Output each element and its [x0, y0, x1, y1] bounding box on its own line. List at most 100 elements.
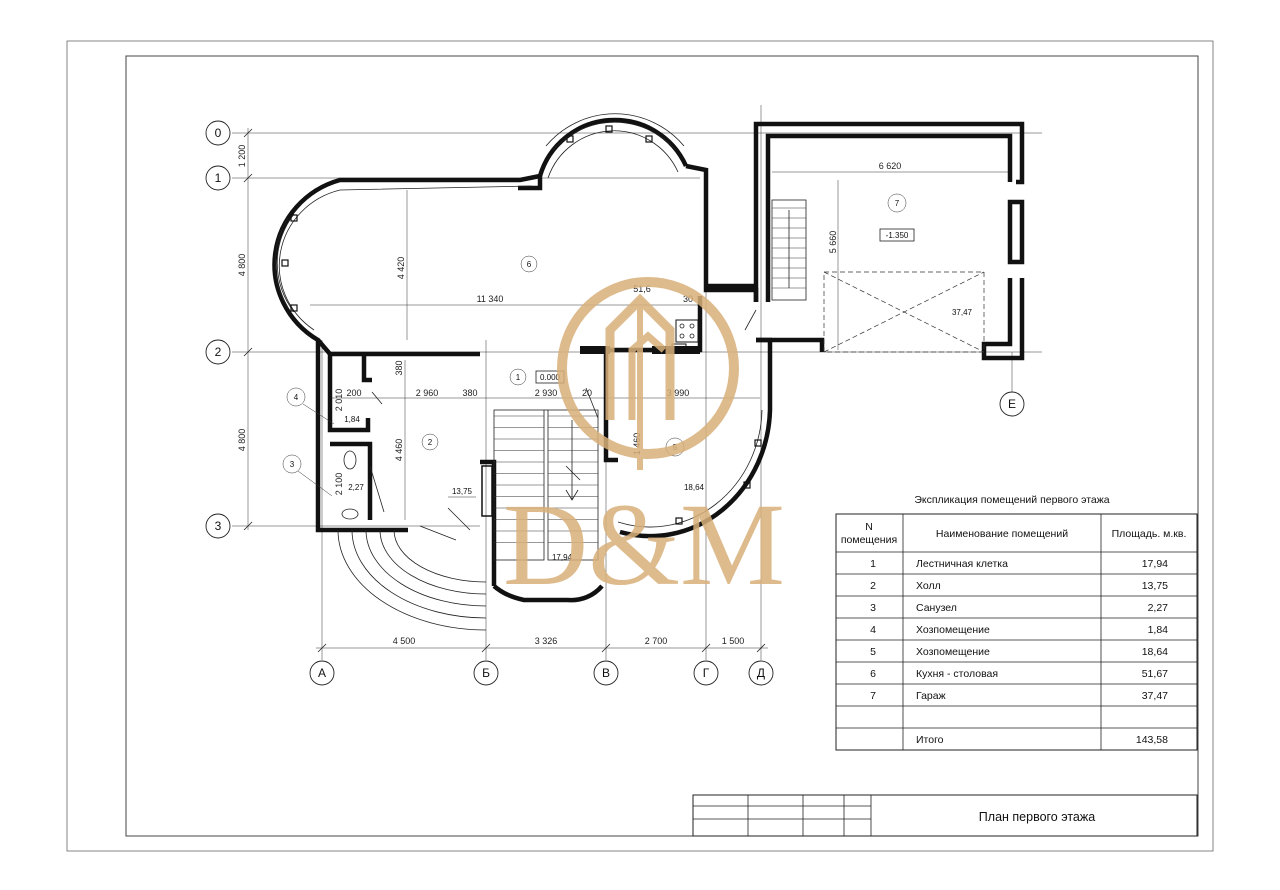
dim-left-0-1: 1 200 — [237, 145, 247, 168]
inner-frame — [125, 55, 1199, 837]
axis-marker-2: 2 — [205, 339, 231, 365]
outer-frame — [66, 40, 1214, 852]
svg-text:0.000: 0.000 — [540, 373, 561, 382]
svg-text:2: 2 — [870, 580, 876, 592]
title-block: План первого этажа — [692, 794, 1198, 837]
svg-text:37,47: 37,47 — [1142, 690, 1168, 702]
dim-kitchen-partial: 51,6 — [633, 284, 651, 294]
svg-text:13,75: 13,75 — [1142, 580, 1168, 592]
svg-text:0: 0 — [215, 126, 222, 140]
header-area: Площадь. м.кв. — [1112, 528, 1187, 540]
svg-text:7: 7 — [870, 690, 876, 702]
table-row: 7 Гараж 37,47 — [870, 690, 1168, 702]
svg-text:Гараж: Гараж — [916, 690, 946, 702]
svg-text:Лестничная клетка: Лестничная клетка — [916, 558, 1008, 570]
garage-stair — [771, 199, 807, 301]
dim-left-2-3: 4 800 — [237, 429, 247, 452]
svg-text:-1.350: -1.350 — [886, 231, 909, 240]
svg-text:2: 2 — [428, 438, 433, 447]
dim-hall-w3: 380 — [462, 388, 477, 398]
room-area-4: 1,84 — [344, 415, 360, 424]
table-row: 5 Хозпомещение 18,64 — [870, 646, 1168, 658]
dim-v380: 380 — [394, 360, 404, 375]
room-area-7: 37,47 — [952, 308, 973, 317]
axis-marker-0: 0 — [205, 120, 231, 146]
svg-text:51,67: 51,67 — [1142, 668, 1168, 680]
dim-v2010: 2 010 — [334, 389, 344, 412]
axis-bubbles: 0 1 2 3 А Б В Г Д Е — [205, 120, 1025, 686]
room-marker-7: 7 — [887, 193, 907, 213]
svg-text:Кухня - столовая: Кухня - столовая — [916, 668, 998, 680]
svg-text:1: 1 — [870, 558, 876, 570]
room-marker-2: 2 — [421, 433, 439, 451]
room-area-3: 2,27 — [348, 483, 364, 492]
garage-car-zone — [823, 271, 985, 353]
axis-marker-1: 1 — [205, 165, 231, 191]
dim-left-1-2: 4 800 — [237, 254, 247, 277]
dim-hall-w5: 20 — [582, 388, 592, 398]
staircase — [493, 409, 599, 561]
svg-text:Хозпомещение: Хозпомещение — [916, 624, 990, 636]
svg-text:2: 2 — [215, 345, 222, 359]
svg-text:Санузел: Санузел — [916, 602, 957, 614]
svg-text:В: В — [602, 666, 610, 680]
svg-text:2,27: 2,27 — [1148, 602, 1169, 614]
door-swings — [369, 309, 757, 541]
porch-steps — [337, 529, 487, 631]
header-num-2: помещения — [841, 534, 897, 546]
svg-text:18,64: 18,64 — [1142, 646, 1168, 658]
svg-text:17,94: 17,94 — [1142, 558, 1168, 570]
table-total-row: Итого 143,58 — [916, 734, 1168, 746]
kitchen-stove — [671, 319, 699, 353]
svg-text:Д: Д — [757, 666, 765, 680]
bathroom-fixtures — [341, 450, 493, 520]
axis-marker-v: В — [593, 660, 619, 686]
header-name: Наименование помещений — [936, 528, 1068, 540]
svg-text:Хозпомещение: Хозпомещение — [916, 646, 990, 658]
svg-text:6: 6 — [870, 668, 876, 680]
dim-kitchen-width: 11 340 — [477, 294, 504, 304]
svg-text:4: 4 — [870, 624, 876, 636]
room-marker-6: 6 — [520, 255, 538, 273]
room-marker-3: 3 — [282, 454, 302, 474]
kitchen-bay-windows — [274, 113, 762, 525]
dim-garage-height: 5 660 — [828, 231, 838, 254]
axis-marker-3: 3 — [205, 513, 231, 539]
dim-bottom-a-b: 4 500 — [393, 636, 416, 646]
table-row: 2 Холл 13,75 — [870, 580, 1168, 592]
svg-text:4: 4 — [294, 393, 299, 402]
dim-hall-w6: 3 990 — [667, 388, 690, 398]
room-area-1: 17,94 — [552, 553, 573, 562]
table-row: 3 Санузел 2,27 — [870, 602, 1168, 614]
room-area-5: 18,64 — [684, 483, 705, 492]
dim-garage-width: 6 620 — [879, 161, 902, 171]
dim-kitchen-height: 4 420 — [396, 257, 406, 280]
axis-marker-d: Д — [748, 660, 774, 686]
room-marker-4: 4 — [286, 387, 306, 407]
dim-hall-w2: 2 960 — [416, 388, 439, 398]
svg-text:Е: Е — [1008, 397, 1016, 411]
svg-text:5: 5 — [870, 646, 876, 658]
dim-bottom-v-g: 2 700 — [645, 636, 668, 646]
table-row: 1 Лестничная клетка 17,94 — [870, 558, 1168, 570]
svg-text:Б: Б — [482, 666, 490, 680]
svg-text:1: 1 — [215, 171, 222, 185]
svg-text:3: 3 — [870, 602, 876, 614]
watermark-logo — [557, 277, 739, 470]
svg-text:7: 7 — [895, 199, 900, 208]
header-num-1: N — [865, 521, 873, 533]
svg-text:6: 6 — [527, 260, 532, 269]
level-tag-7: -1.350 — [879, 228, 915, 242]
dim-bottom-b-v: 3 326 — [535, 636, 558, 646]
dim-hall-w4: 2 930 — [535, 388, 558, 398]
axis-marker-g: Г — [693, 660, 719, 686]
axis-marker-a: А — [309, 660, 335, 686]
sheet-title: План первого этажа — [979, 810, 1095, 824]
room-area-2: 13,75 — [452, 487, 473, 496]
dim-hall-w1: 200 — [346, 388, 361, 398]
axis-marker-b: Б — [473, 660, 499, 686]
svg-text:Г: Г — [703, 666, 710, 680]
table-row: 6 Кухня - столовая 51,67 — [870, 668, 1168, 680]
axis-marker-e: Е — [999, 391, 1025, 417]
